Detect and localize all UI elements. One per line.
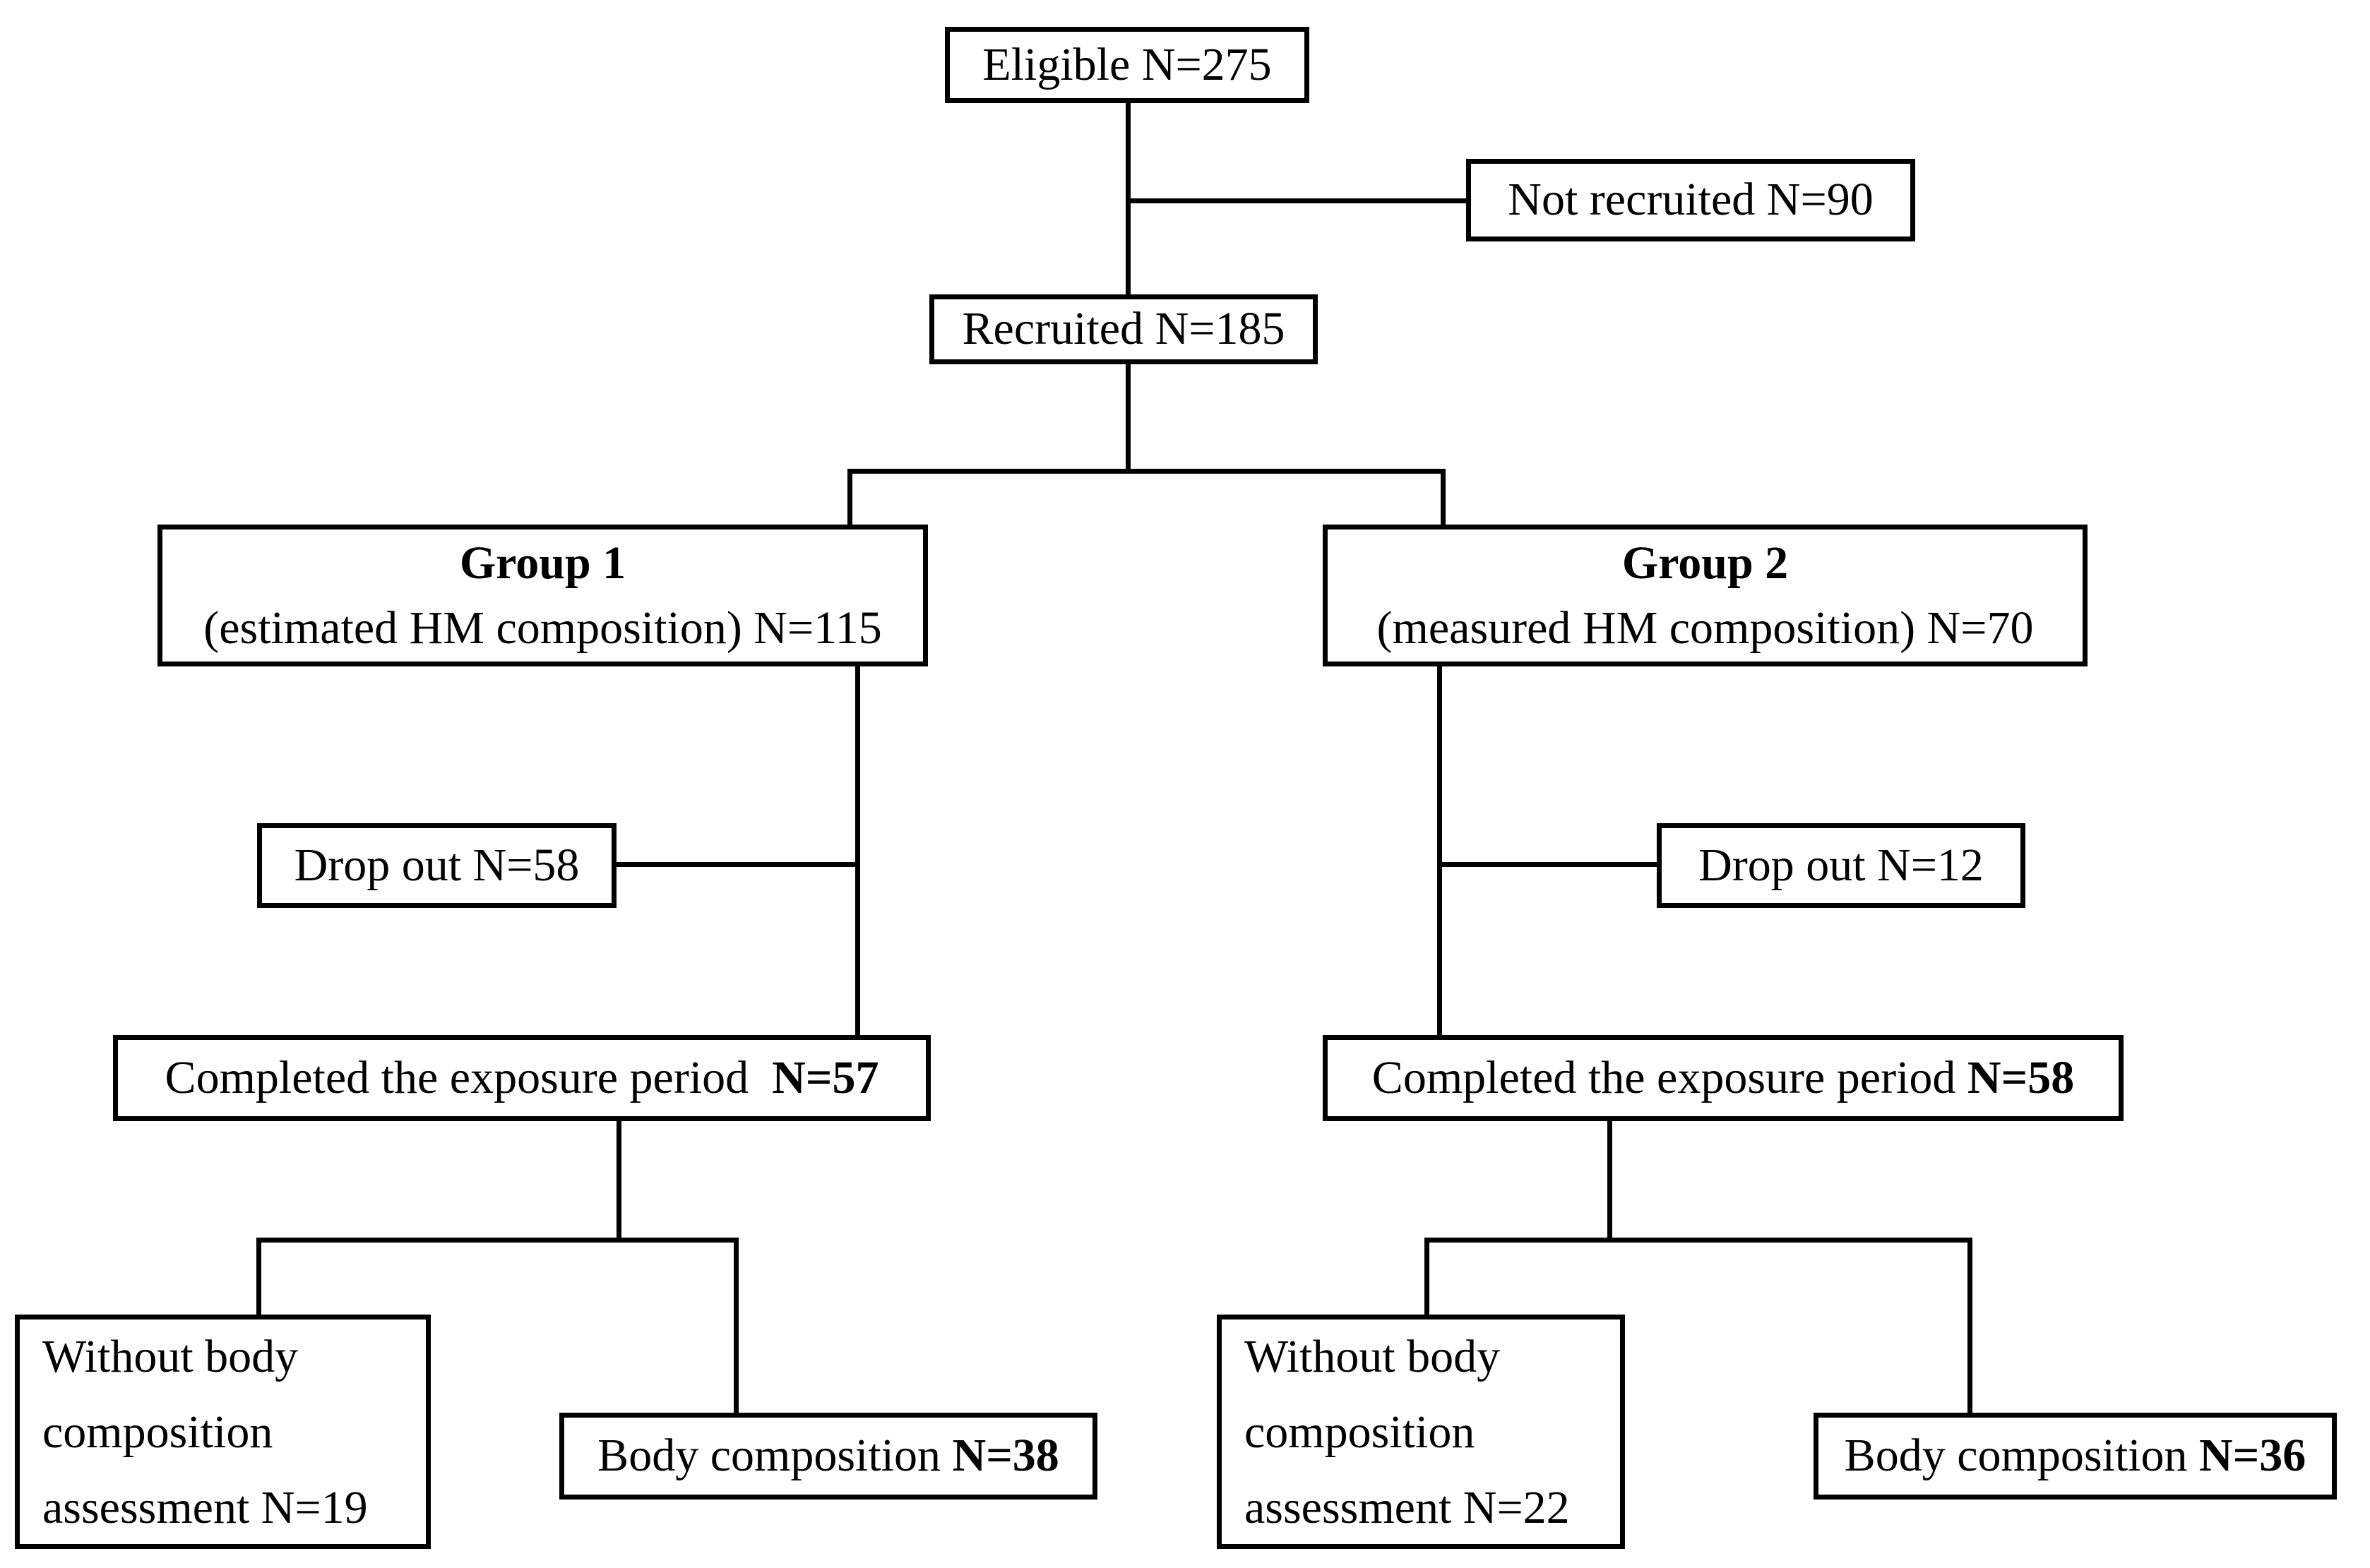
without1-line3: assessment N=19 <box>42 1481 368 1533</box>
without1-line1: Without body <box>42 1330 299 1382</box>
box-dropout1: Drop out N=58 <box>257 823 617 908</box>
box-bodycomp2: Body composition N=36 <box>1814 1413 2337 1500</box>
box-without2: Without body composition assessment N=22 <box>1217 1315 1625 1549</box>
not-recruited-label: Not recruited N=90 <box>1508 174 1874 226</box>
dropout1-label: Drop out N=58 <box>294 839 580 891</box>
without2-line2: composition <box>1244 1406 1475 1458</box>
bodycomp2-n: N=36 <box>2199 1430 2306 1482</box>
connector-to-dropout1 <box>613 862 860 867</box>
completed2-text: Completed the exposure period <box>1371 1051 1967 1103</box>
connector-to-without1 <box>256 1238 261 1319</box>
connector-group1-to-completed1 <box>855 662 860 1039</box>
connector-split-to-group2 <box>1441 469 1446 529</box>
connector-split-bar-left <box>256 1238 739 1243</box>
group2-title: Group 2 <box>1621 537 1789 589</box>
box-recruited: Recruited N=185 <box>929 294 1318 364</box>
bodycomp1-text: Body composition <box>597 1430 953 1482</box>
completed2-label: Completed the exposure period N=58 <box>1372 1049 2074 1108</box>
connector-split-bar-right <box>1424 1238 1972 1243</box>
without1-line2: composition <box>42 1406 273 1458</box>
connector-to-bodycomp1 <box>734 1238 739 1417</box>
bodycomp2-label: Body composition N=36 <box>1845 1427 2306 1485</box>
completed1-label: Completed the exposure period N=57 <box>165 1049 879 1108</box>
box-completed2: Completed the exposure period N=58 <box>1323 1035 2124 1121</box>
recruited-label: Recruited N=185 <box>962 303 1285 355</box>
group1-detail: (estimated HM composition) N=115 <box>203 602 882 654</box>
box-bodycomp1: Body composition N=38 <box>559 1413 1097 1500</box>
box-dropout2: Drop out N=12 <box>1657 823 2025 908</box>
without2-line3: assessment N=22 <box>1244 1481 1570 1533</box>
connector-completed2-to-split <box>1607 1117 1612 1243</box>
completed2-n: N=58 <box>1967 1051 2075 1103</box>
connector-to-dropout2 <box>1437 862 1661 867</box>
bodycomp2-text: Body composition <box>1844 1430 2200 1482</box>
box-not-recruited: Not recruited N=90 <box>1466 159 1915 241</box>
completed1-text: Completed the exposure period <box>165 1051 773 1103</box>
connector-to-not-recruited <box>1126 198 1469 203</box>
box-group2: Group 2 (measured HM composition) N=70 <box>1323 525 2088 666</box>
bodycomp1-n: N=38 <box>952 1430 1059 1482</box>
connector-to-bodycomp2 <box>1967 1238 1972 1417</box>
box-completed1: Completed the exposure period N=57 <box>113 1035 931 1121</box>
eligible-label: Eligible N=275 <box>982 38 1272 90</box>
connector-split-to-group1 <box>847 469 852 529</box>
box-without1: Without body composition assessment N=19 <box>15 1315 431 1549</box>
connector-to-without2 <box>1424 1238 1429 1319</box>
connector-group2-to-completed2 <box>1437 662 1442 1039</box>
completed1-n: N=57 <box>772 1051 879 1103</box>
connector-completed1-to-split <box>617 1117 621 1243</box>
group2-detail: (measured HM composition) N=70 <box>1376 602 2034 654</box>
group1-title: Group 1 <box>459 537 626 589</box>
connector-split-bar <box>847 469 1446 474</box>
bodycomp1-label: Body composition N=38 <box>597 1427 1059 1485</box>
box-eligible: Eligible N=275 <box>945 27 1309 103</box>
connector-recruited-to-split <box>1126 360 1131 474</box>
without2-line1: Without body <box>1244 1330 1501 1382</box>
dropout2-label: Drop out N=12 <box>1698 839 1984 891</box>
box-group1: Group 1 (estimated HM composition) N=115 <box>157 525 928 666</box>
